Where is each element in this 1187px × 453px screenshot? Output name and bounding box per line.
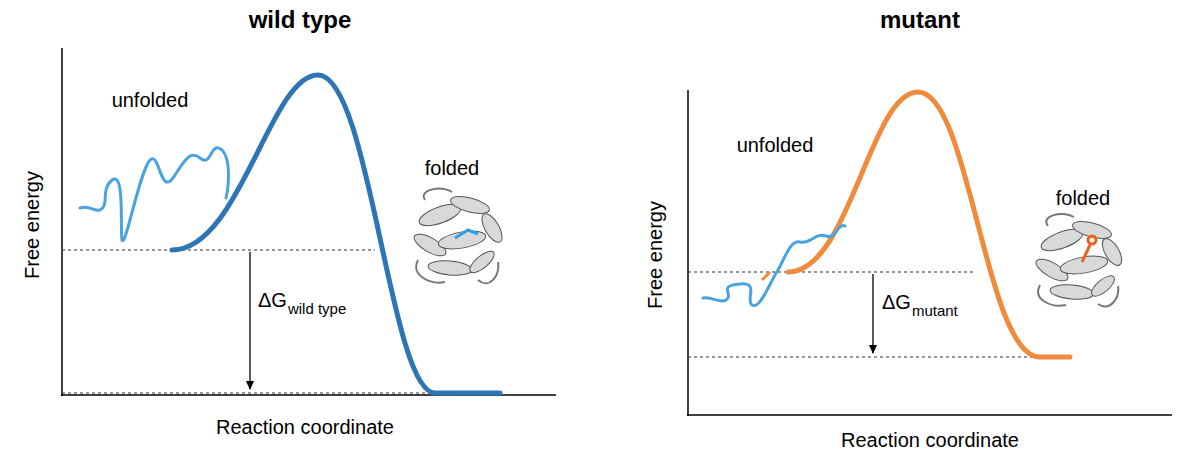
state-label: folded: [425, 157, 480, 179]
delta-g-subscript: wild type: [288, 301, 346, 318]
unfolded-chain: [703, 225, 845, 305]
mutation-site: [1082, 236, 1096, 262]
state-label: unfolded: [112, 89, 189, 111]
mutation-site: [762, 272, 770, 280]
axis-label: Reaction coordinate: [841, 429, 1019, 451]
axes: [61, 48, 1172, 416]
level-lines: [62, 250, 1040, 393]
delta-g-label: ΔG: [882, 291, 911, 313]
delta-g-subscript: mutant: [912, 303, 958, 320]
axis-label: Reaction coordinate: [216, 416, 394, 438]
axis-label: Free energy: [644, 201, 666, 309]
panel-title: mutant: [880, 7, 960, 33]
energy-curve: [172, 75, 500, 393]
state-label: folded: [1056, 187, 1111, 209]
unfolded-chain: [80, 148, 229, 241]
axis-label: Free energy: [21, 171, 43, 279]
folded-protein: [411, 189, 506, 284]
folded-protein: [1033, 214, 1126, 306]
panel-title: wild type: [249, 7, 352, 33]
delta-arrow: [250, 252, 873, 389]
mutation-site: [455, 230, 478, 238]
energy-curve: [788, 92, 1070, 357]
state-label: unfolded: [737, 134, 814, 156]
delta-g-label: ΔG: [258, 289, 287, 311]
